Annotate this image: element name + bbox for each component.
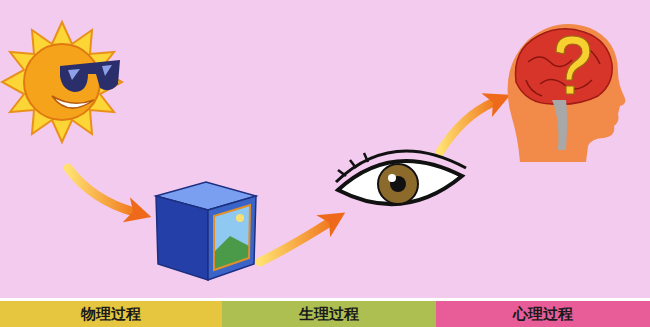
cube-picture-sun bbox=[236, 214, 244, 222]
flow-arrow bbox=[68, 168, 134, 212]
eye-iris bbox=[378, 164, 418, 204]
cube-picture-frame bbox=[214, 205, 250, 270]
eye-highlight bbox=[388, 174, 396, 182]
process-band: 物理过程 bbox=[0, 301, 222, 327]
cube-picture bbox=[214, 205, 250, 270]
eye-lashes bbox=[338, 153, 368, 176]
brain-stem bbox=[552, 100, 567, 150]
cube-icon bbox=[156, 182, 256, 280]
band-label: 生理过程 bbox=[299, 306, 359, 323]
sunglasses bbox=[60, 60, 120, 92]
cube-right bbox=[208, 196, 256, 280]
question-mark bbox=[556, 36, 590, 94]
process-band: 生理过程 bbox=[222, 301, 436, 327]
band-label: 心理过程 bbox=[513, 306, 573, 323]
sunglasses-shine bbox=[68, 65, 112, 80]
process-band: 心理过程 bbox=[436, 301, 650, 327]
sun-smile bbox=[52, 96, 94, 108]
cube-left bbox=[156, 196, 208, 280]
band-label: 物理过程 bbox=[81, 306, 141, 323]
brain bbox=[515, 29, 612, 105]
eye-icon bbox=[336, 151, 466, 204]
flow-arrow bbox=[260, 222, 330, 262]
sun-icon bbox=[2, 22, 122, 142]
head-silhouette bbox=[508, 24, 626, 162]
sun-rays bbox=[2, 22, 122, 142]
flow-arrow bbox=[440, 102, 494, 152]
head-icon bbox=[508, 24, 626, 162]
